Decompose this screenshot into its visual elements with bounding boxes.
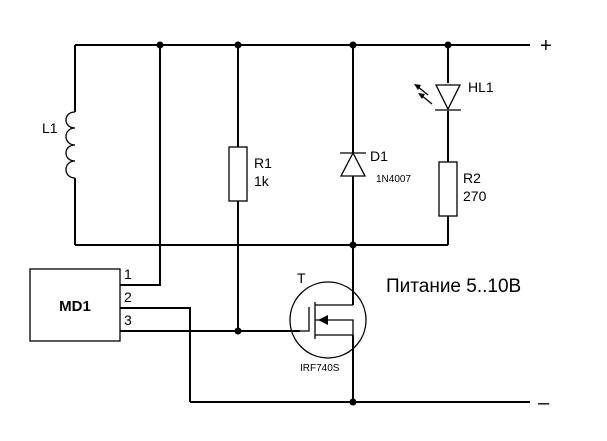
junctions — [156, 41, 452, 406]
inductor-ref-label: L1 — [42, 120, 58, 136]
module-md1-ref-label: MD1 — [59, 298, 91, 315]
module-md1-box — [29, 268, 121, 342]
resistor-r1-value-label: 1k — [254, 173, 270, 189]
junction-dot — [349, 398, 357, 406]
resistor-r2-body — [438, 161, 458, 217]
diode-d1: D1 1N4007 — [339, 148, 411, 185]
module-pin-3-label: 3 — [124, 312, 132, 328]
mosfet-t-arrow — [318, 315, 328, 325]
junction-dot — [156, 41, 164, 49]
negative-rail-label: – — [538, 392, 550, 414]
resistor-r2: R2 270 — [438, 161, 487, 217]
mosfet-t-mid-lead — [315, 319, 354, 335]
resistor-r2-ref-label: R2 — [463, 170, 481, 186]
diode-d1-ref-label: D1 — [370, 148, 388, 164]
resistor-r1-ref-label: R1 — [254, 155, 272, 171]
module-md1: MD1 1 2 3 — [29, 266, 132, 342]
module-pin-1-label: 1 — [124, 266, 132, 282]
junction-dot — [234, 41, 242, 49]
mosfet-t-ref-label: T — [297, 270, 306, 286]
inductor-l1: L1 — [42, 111, 76, 179]
pin1-wire — [120, 45, 161, 286]
junction-dot — [349, 241, 357, 249]
mosfet-t-part-label: IRF740S — [300, 363, 340, 374]
supply-note: Питание 5..10В — [386, 276, 521, 297]
junction-dot — [444, 41, 452, 49]
diode-d1-triangle — [339, 151, 367, 177]
junction-dot — [349, 41, 357, 49]
diode-d1-part-label: 1N4007 — [376, 174, 411, 185]
mosfet-t-body-circle — [289, 281, 367, 359]
module-pin-2-label: 2 — [124, 289, 132, 305]
led-hl1-ref-label: HL1 — [468, 79, 494, 95]
led-hl1: HL1 — [414, 79, 494, 111]
mosfet-t-gate-lead — [300, 307, 310, 332]
resistor-r1: R1 1k — [228, 146, 272, 202]
pin2-wire — [120, 307, 191, 402]
light-emission-arrows-icon — [414, 84, 433, 105]
junction-dot — [234, 327, 242, 335]
led-hl1-triangle — [434, 84, 462, 111]
resistor-r1-body — [228, 146, 248, 202]
resistor-r2-value-label: 270 — [463, 188, 487, 204]
mosfet-t: T IRF740S — [289, 270, 367, 374]
positive-rail-label: + — [540, 35, 552, 57]
inductor-coil-symbol — [65, 111, 76, 179]
wires — [74, 44, 530, 403]
